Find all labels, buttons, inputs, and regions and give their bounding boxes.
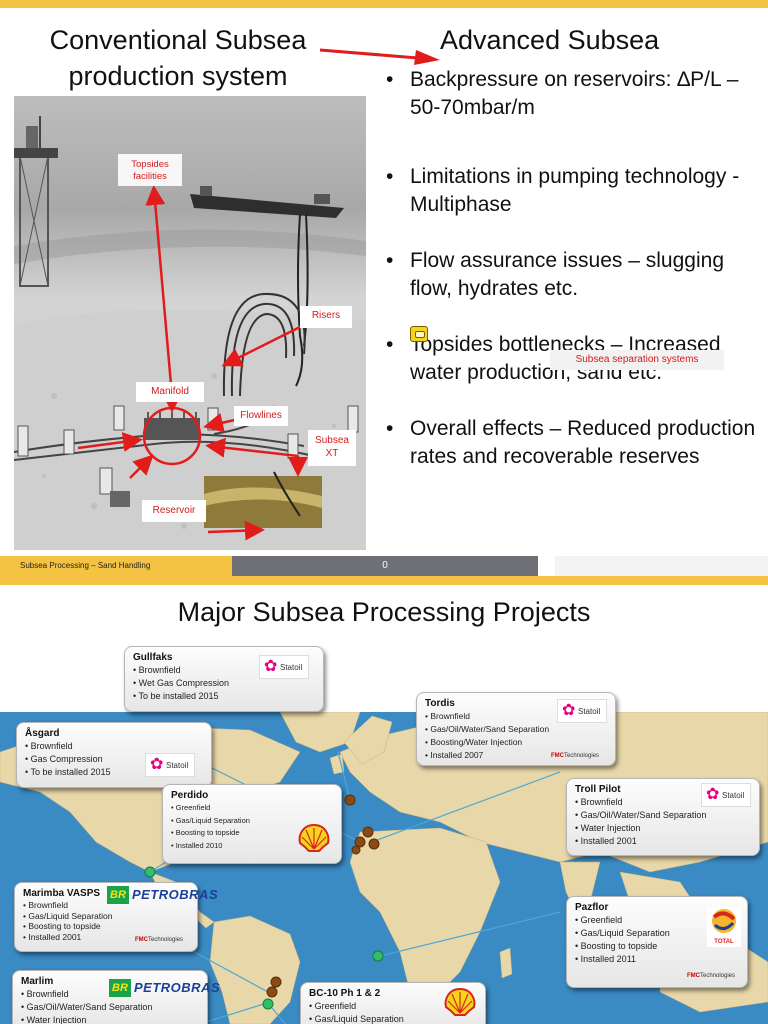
project-detail: Water Injection <box>21 1014 199 1024</box>
project-detail: Brownfield <box>575 796 751 809</box>
shell-logo <box>298 823 330 852</box>
project-detail: Brownfield <box>23 900 189 911</box>
project-detail: Brownfield <box>133 664 315 677</box>
slide-top-bar <box>0 0 768 8</box>
project-name: Perdido <box>171 790 209 801</box>
bullet-pumping: Limitations in pumping technology - Mult… <box>386 163 766 219</box>
project-detail: Greenfield <box>171 802 333 815</box>
project-detail: Gas Compression <box>25 753 203 766</box>
project-name: Gullfaks <box>133 652 173 663</box>
bullet-flow-assurance: Flow assurance issues – slugging flow, h… <box>386 247 766 303</box>
project-card-marimba-vasps[interactable]: Marimba VASPS Brownfield Gas/Liquid Sepa… <box>14 882 218 952</box>
project-detail: Boosting/Water Injection <box>425 736 607 749</box>
project-card-gullfaks[interactable]: Gullfaks Brownfield Wet Gas Compression … <box>124 646 324 712</box>
label-topsides-line2: facilities <box>133 171 167 182</box>
slide-title-left: Conventional Subsea production system <box>49 25 307 91</box>
footer-blank <box>555 556 768 576</box>
project-detail: Greenfield <box>309 1000 477 1013</box>
project-name: Tordis <box>425 698 455 709</box>
project-detail: Gas/Oil/Water/Sand Separation <box>575 809 751 822</box>
project-card-pazflor[interactable]: Pazflor Greenfield Gas/Liquid Separation… <box>566 896 748 988</box>
slide-conventional-vs-advanced: Conventional Subsea production system Ad… <box>0 0 768 580</box>
project-detail: Installed 2001 <box>23 932 189 943</box>
label-flowlines: Flowlines <box>240 410 282 421</box>
project-card-asgard[interactable]: Åsgard Brownfield Gas Compression To be … <box>16 722 212 788</box>
project-name: Troll Pilot <box>575 784 621 795</box>
project-detail: Water Injection <box>575 822 751 835</box>
project-name: Marimba VASPS <box>23 888 101 899</box>
project-detail: Greenfield <box>575 914 739 927</box>
bullet-overall: Overall effects – Reduced production rat… <box>386 415 766 471</box>
fmc-technologies-logo: FMCTechnologies <box>551 753 600 759</box>
project-name: BC-10 Ph 1 & 2 <box>309 988 381 999</box>
platform-structure <box>14 116 58 287</box>
slide-major-projects: Major Subsea Processing Projects <box>0 576 768 1024</box>
project-card-tordis[interactable]: Tordis Brownfield Gas/Oil/Water/Sand Sep… <box>416 692 616 766</box>
label-topsides-line1: Topsides <box>131 159 169 170</box>
subsea-system-diagram: Topsides facilities Risers Manifold Flow… <box>14 96 366 550</box>
project-name: Pazflor <box>575 902 609 913</box>
project-detail: Brownfield <box>21 988 199 1001</box>
label-manifold: Manifold <box>151 386 189 397</box>
shell-logo <box>444 987 476 1016</box>
statoil-star-icon: ✿ <box>706 786 720 803</box>
statoil-logo: ✿Statoil <box>557 699 607 723</box>
project-detail: Gas/Liquid Separation <box>23 911 189 922</box>
project-detail: Gas/Liquid Separation <box>171 815 333 828</box>
footer-page-number: 0 <box>232 556 538 576</box>
statoil-star-icon: ✿ <box>150 756 164 773</box>
fmc-technologies-logo: FMCTechnologies <box>687 973 736 979</box>
project-markers <box>144 794 384 1010</box>
label-risers: Risers <box>311 310 341 321</box>
project-detail: To be installed 2015 <box>25 766 203 779</box>
project-card-troll-pilot[interactable]: Troll Pilot Brownfield Gas/Oil/Water/San… <box>566 778 760 856</box>
project-detail: Installed 2007 <box>425 749 607 762</box>
project-name: Åsgard <box>25 728 60 739</box>
label-reservoir: Reservoir <box>152 505 196 516</box>
fmc-technologies-logo: FMCTechnologies <box>135 937 184 943</box>
statoil-logo: ✿Statoil <box>701 783 751 807</box>
project-card-marlim[interactable]: Marlim Brownfield Gas/Oil/Water/Sand Sep… <box>12 970 220 1024</box>
project-detail: To be installed 2015 <box>133 690 315 703</box>
statoil-star-icon: ✿ <box>264 658 278 675</box>
subsea-scene-drawing: Topsides facilities <box>14 96 366 550</box>
project-detail: Brownfield <box>25 740 203 753</box>
footer-title: Subsea Processing – Sand Handling <box>0 556 232 576</box>
project-card-bc10[interactable]: BC-10 Ph 1 & 2 Greenfield Gas/Liquid Sep… <box>300 982 486 1024</box>
slide-title-right: Advanced Subsea <box>440 25 660 55</box>
slide-title: Major Subsea Processing Projects <box>177 597 591 627</box>
statoil-star-icon: ✿ <box>562 702 576 719</box>
project-detail: Gas/Oil/Water/Sand Separation <box>425 723 607 736</box>
fpso-vessel <box>190 186 344 218</box>
total-emblem-icon <box>712 909 736 933</box>
project-detail: Boosting to topside <box>171 827 333 840</box>
challenge-bullet-list: Backpressure on reservoirs: ∆P/L – 50-70… <box>386 66 766 499</box>
project-detail: Gas/Liquid Separation <box>575 927 739 940</box>
statoil-logo: ✿Statoil <box>259 655 309 679</box>
slide-top-bar <box>0 576 768 585</box>
project-detail: Gas/Liquid Separation <box>309 1013 477 1024</box>
project-detail: Brownfield <box>425 710 607 723</box>
project-detail: Boosting to topside <box>23 921 189 932</box>
project-detail: Gas/Oil/Water/Sand Separation <box>21 1001 199 1014</box>
project-detail: Installed 2001 <box>575 835 751 848</box>
project-detail: Installed 2010 <box>171 840 333 853</box>
statoil-logo: ✿Statoil <box>145 753 195 777</box>
slide-footer: Subsea Processing – Sand Handling 0 <box>0 556 768 576</box>
callout-subsea-separation: Subsea separation systems <box>550 350 724 370</box>
project-detail: Wet Gas Compression <box>133 677 315 690</box>
comment-note-icon[interactable] <box>410 326 428 342</box>
bullet-backpressure: Backpressure on reservoirs: ∆P/L – 50-70… <box>386 66 766 122</box>
arrow-right-icon <box>319 48 440 65</box>
project-card-perdido[interactable]: Perdido Greenfield Gas/Liquid Separation… <box>162 784 342 864</box>
project-detail: Installed 2011 <box>575 953 739 966</box>
total-logo: TOTAL <box>707 907 741 947</box>
project-name: Marlim <box>21 976 54 987</box>
project-detail: Boosting to topside <box>575 940 739 953</box>
